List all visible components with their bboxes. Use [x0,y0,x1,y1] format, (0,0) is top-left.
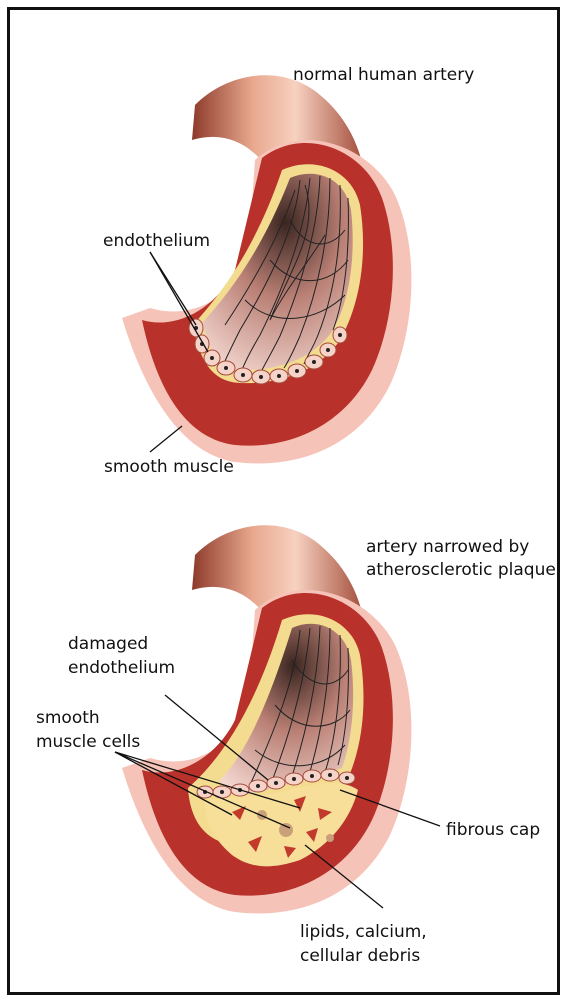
smooth-muscle-label: smooth muscle [104,455,234,479]
smooth-muscle-cells-label-line1: smooth [36,706,100,730]
lipids-label-line1: lipids, calcium, [300,920,427,944]
narrowed-artery-label-line2: atherosclerotic plaque [366,558,556,582]
normal-artery-label: normal human artery [293,63,474,87]
lipids-label-line2: cellular debris [300,944,420,968]
damaged-endothelium-label-line2: endothelium [68,656,175,680]
normal-artery [122,75,411,463]
damaged-endothelium-label-line1: damaged [68,632,148,656]
narrowed-artery [115,525,440,913]
fibrous-cap-label: fibrous cap [446,818,540,842]
endothelium-label: endothelium [103,229,210,253]
smooth-muscle-cells-label-line2: muscle cells [36,730,140,754]
narrowed-artery-label-line1: artery narrowed by [366,535,529,559]
